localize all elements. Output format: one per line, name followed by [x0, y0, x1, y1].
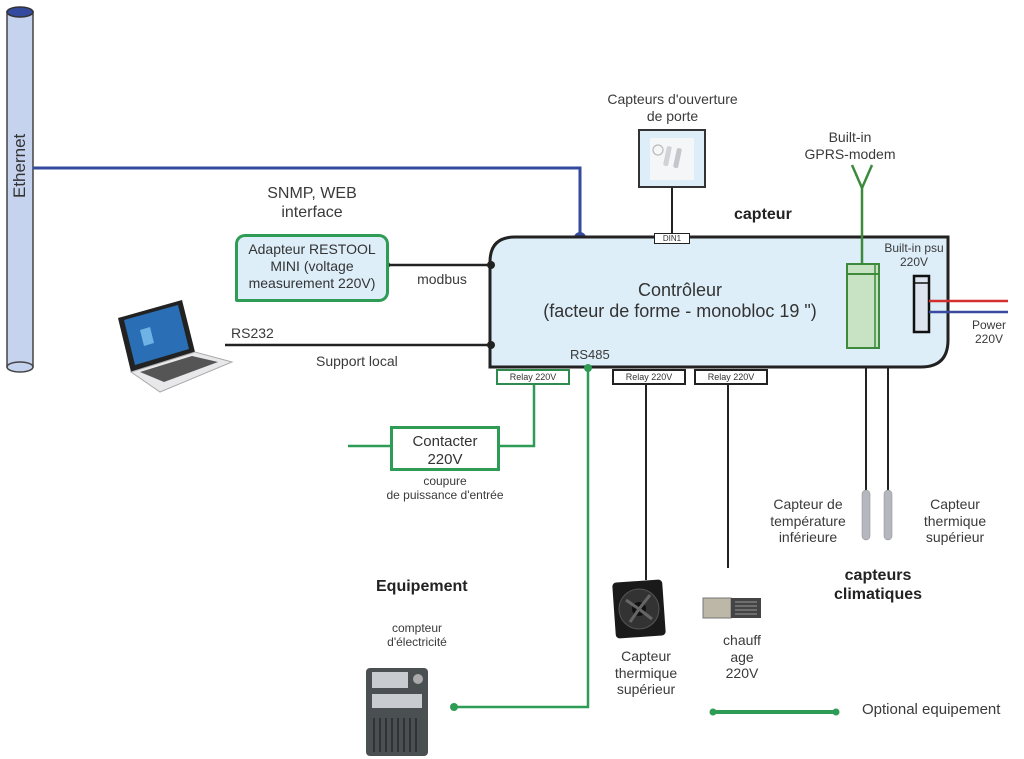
support-local-label: Support local — [316, 353, 398, 369]
controller-title: Contrôleur — [637, 280, 723, 300]
psu-icon — [912, 274, 931, 334]
modbus-junction-right — [487, 261, 495, 269]
electricity-meter-label: compteur d'électricité — [372, 621, 462, 649]
legend-dot-right — [832, 708, 840, 716]
meter-line2: d'électricité — [387, 635, 447, 650]
fan-line1: Capteur — [621, 648, 671, 664]
rs232-junction — [487, 341, 495, 349]
fan-line3: supérieur — [616, 681, 676, 698]
controller-label: Contrôleur (facteur de forme - monobloc … — [520, 280, 840, 322]
ethernet-link — [33, 166, 582, 237]
rs485-label: RS485 — [570, 347, 610, 362]
laptop-icon — [118, 300, 234, 393]
snmp-line1: SNMP, WEB — [267, 185, 357, 202]
temperature-probe-lower-icon — [861, 368, 871, 541]
contactor-caption2: de puissance d'entrée — [386, 488, 504, 503]
door-sensor-line2: de porte — [646, 107, 699, 124]
ethernet-label: Ethernet — [10, 133, 29, 198]
power-label: Power 220V — [962, 318, 1016, 346]
heater-line1: chauff — [723, 632, 761, 648]
door-sensor-line1: Capteurs d'ouverture — [607, 91, 738, 107]
lower-temp-line1: Capteur de — [773, 496, 843, 512]
snmp-line2: interface — [281, 203, 343, 221]
rs485-link — [454, 368, 590, 709]
adapter-restool-box: Adapteur RESTOOL MINI (voltage measureme… — [235, 234, 389, 302]
psu-line1: Built-in psu — [884, 241, 944, 255]
upper-temp-line2: thermique — [923, 512, 987, 529]
contactor-line1: Contacter — [412, 433, 478, 450]
relay-contactor: Relay 220V — [496, 369, 570, 385]
power-line1: Power — [971, 318, 1006, 332]
fan-label: Capteur thermique supérieur — [602, 648, 690, 698]
capteur-header: capteur — [734, 206, 792, 223]
controller-form-factor: (facteur de forme - monobloc 19 ") — [543, 301, 817, 322]
contactor-caption: coupure de puissance d'entrée — [370, 474, 520, 502]
adapter-line3: measurement 220V) — [248, 274, 376, 291]
climate-sensors-line1: capteurs — [844, 567, 912, 584]
legend-label: Optional equipement — [862, 701, 1001, 718]
gprs-label: Built-in GPRS-modem — [790, 129, 910, 162]
equipment-title: Equipement — [376, 578, 468, 595]
electricity-meter-icon — [366, 668, 428, 756]
psu-label: Built-in psu 220V — [878, 241, 950, 269]
lower-temp-line2: température — [770, 512, 846, 529]
legend-dot-left — [709, 708, 717, 716]
rs232-label: RS232 — [231, 325, 274, 341]
lower-temp-sensor-label: Capteur de température inférieure — [758, 496, 858, 546]
temperature-probe-upper-icon — [883, 368, 893, 541]
meter-junction — [450, 703, 458, 711]
door-sensor-device — [638, 129, 706, 188]
adapter-line2: MINI (voltage — [270, 257, 354, 274]
lower-temp-line3: inférieure — [778, 529, 838, 546]
snmp-web-label: SNMP, WEB interface — [247, 185, 377, 223]
power-line2: 220V — [974, 332, 1004, 347]
relay-heater: Relay 220V — [694, 369, 768, 385]
door-sensor-label: Capteurs d'ouverture de porte — [585, 91, 760, 124]
fan-line2: thermique — [614, 664, 678, 681]
gprs-line1: Built-in — [828, 129, 872, 145]
climate-sensors-label: capteurs climatiques — [818, 567, 938, 605]
meter-line1: compteur — [391, 621, 443, 635]
modbus-label: modbus — [417, 271, 467, 287]
gprs-line2: GPRS-modem — [804, 145, 896, 162]
upper-temp-sensor-label: Capteur thermique supérieur — [910, 496, 1000, 546]
gprs-modem-icon — [846, 263, 880, 349]
gprs-antenna-icon — [850, 164, 874, 264]
heater-line2: age — [730, 648, 754, 665]
upper-temp-line1: Capteur — [930, 496, 980, 512]
upper-temp-line3: supérieur — [925, 529, 985, 546]
contactor-link — [500, 382, 536, 448]
controller-box — [488, 235, 950, 369]
heater-label: chauff age 220V — [712, 632, 772, 682]
adapter-line1: Adapteur RESTOOL — [248, 241, 376, 257]
din1-port: DIN1 — [654, 233, 690, 244]
heater-icon — [702, 597, 761, 619]
psu-line2: 220V — [899, 255, 929, 270]
heater-line3: 220V — [725, 665, 759, 682]
ethernet-bus — [6, 6, 34, 373]
climate-sensors-line2: climatiques — [833, 585, 923, 603]
contactor-box: Contacter 220V — [390, 426, 500, 471]
relay-fan: Relay 220V — [612, 369, 686, 385]
contactor-line2: 220V — [427, 451, 463, 468]
fan-icon — [612, 579, 666, 639]
contactor-caption1: coupure — [423, 474, 467, 488]
